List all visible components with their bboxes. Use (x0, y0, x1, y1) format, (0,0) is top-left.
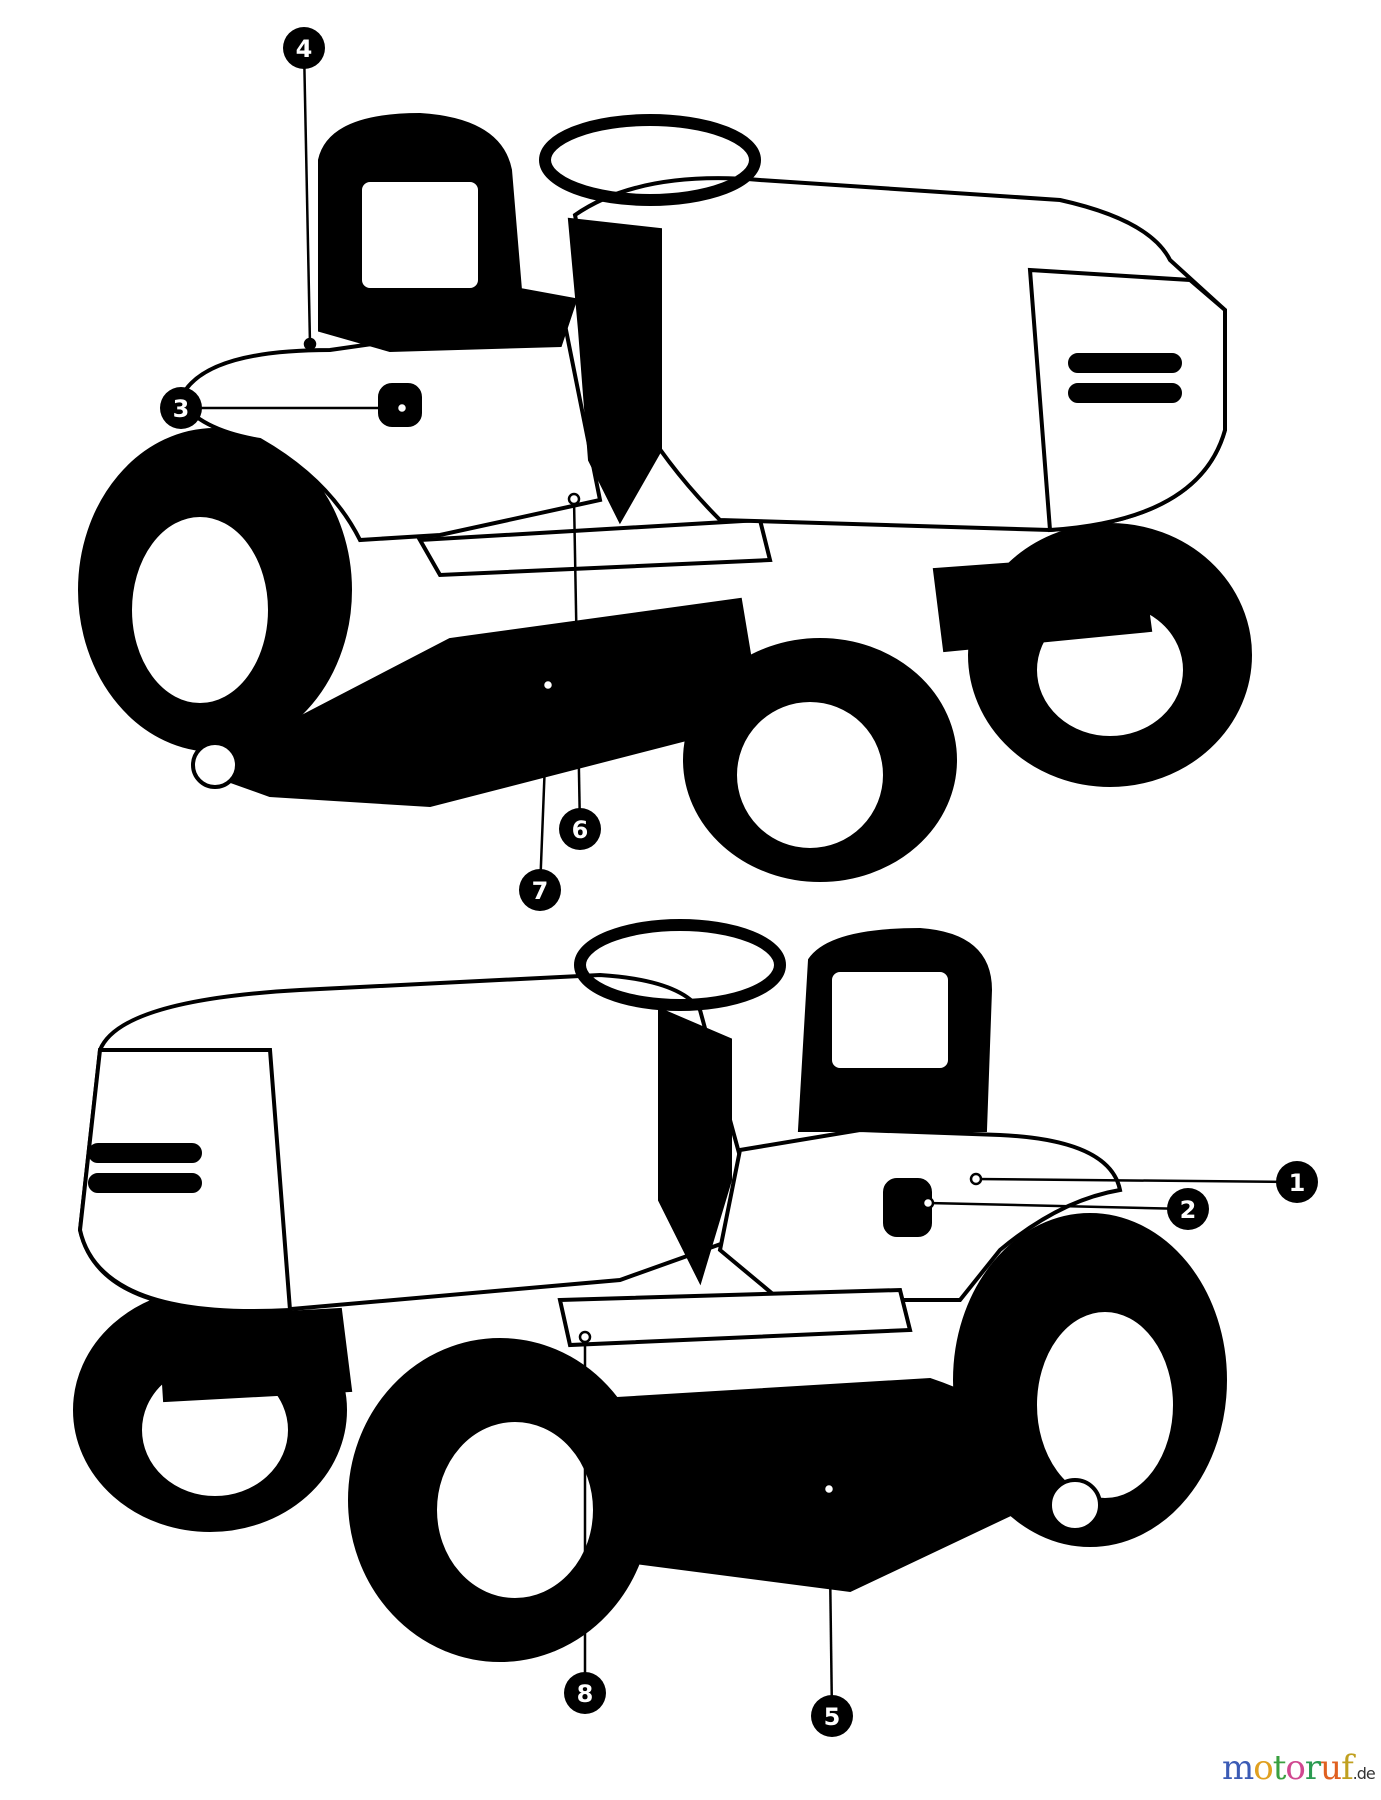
watermark-letter: o (1253, 1748, 1274, 1788)
callout-6: 6 (559, 808, 601, 850)
mower-deck-bottom (597, 1377, 1043, 1593)
watermark-letter: f (1341, 1748, 1354, 1788)
watermark-letter: o (1285, 1748, 1306, 1788)
steering-wheel-b (574, 919, 786, 1011)
callout-8: 8 (564, 1672, 606, 1714)
svg-text:6: 6 (572, 816, 589, 844)
dash-tower (567, 217, 662, 525)
callout-7: 7 (519, 869, 561, 911)
watermark-text: motoruf (1222, 1748, 1354, 1788)
watermark-letter: t (1272, 1748, 1287, 1788)
watermark-logo: motoruf.de (1222, 1748, 1376, 1788)
front-bumper (932, 552, 1153, 653)
svg-text:7: 7 (532, 877, 549, 905)
watermark-tld: .de (1352, 1764, 1376, 1783)
dash-tower-b (658, 1006, 732, 1286)
footboard-b (557, 1287, 913, 1348)
svg-text:3: 3 (173, 395, 190, 423)
callout-3: 3 (160, 387, 202, 429)
svg-text:4: 4 (296, 35, 313, 63)
watermark-letter: u (1320, 1748, 1342, 1788)
tractor-bottom-view (73, 919, 1227, 1662)
svg-text:5: 5 (824, 1703, 841, 1731)
watermark-letter: m (1222, 1748, 1254, 1788)
footboard (416, 517, 773, 578)
svg-text:8: 8 (577, 1680, 594, 1708)
leader-lines (181, 47, 1298, 1717)
watermark-letter: r (1304, 1748, 1321, 1788)
tractor-top-view (78, 112, 1252, 882)
callout-1: 1 (1276, 1161, 1318, 1203)
svg-text:2: 2 (1180, 1196, 1197, 1224)
steering-wheel (539, 114, 761, 206)
callout-4: 4 (283, 27, 325, 69)
callout-5: 5 (811, 1695, 853, 1737)
front-bumper-b (157, 1307, 353, 1403)
svg-text:1: 1 (1289, 1169, 1306, 1197)
callout-2: 2 (1167, 1188, 1209, 1230)
